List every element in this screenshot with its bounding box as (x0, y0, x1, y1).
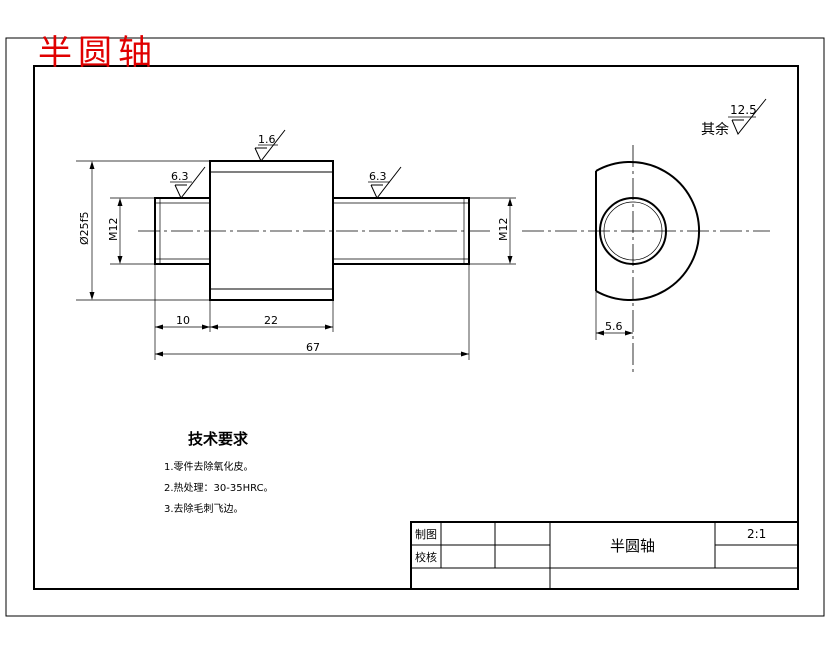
front-view (138, 160, 490, 301)
finish-rest-value: 12.5 (730, 103, 757, 117)
dim-flat-depth (595, 291, 633, 340)
dim-flat-depth-label: 5.6 (605, 320, 623, 333)
dim-right-thread-label: M12 (497, 218, 510, 242)
title-block-part-name: 半圆轴 (610, 537, 655, 555)
dim-body-length-label: 22 (264, 314, 278, 327)
finish-body-value: 1.6 (258, 133, 276, 146)
title-block-drawn: 制图 (415, 528, 437, 541)
tech-item-2: 2.热处理：30-35HRC。 (164, 481, 274, 494)
side-view (522, 145, 770, 374)
title-block-lines (410, 521, 799, 590)
red-title-overlay: 半圆轴 (38, 33, 158, 73)
finish-right-thread-symbol (368, 166, 402, 199)
dim-left-thread-label: M12 (107, 218, 120, 242)
title-block-scale: 2:1 (747, 527, 766, 541)
finish-right-value: 6.3 (369, 170, 387, 183)
dim-horizontal (154, 264, 470, 360)
tech-heading: 技术要求 (188, 430, 249, 448)
dim-body-diameter-label: Ø25f5 (78, 211, 91, 245)
finish-left-thread-symbol (170, 166, 206, 199)
dim-right-thread (469, 197, 516, 265)
finish-rest-symbol (728, 98, 767, 135)
dim-body-diameter (76, 160, 210, 301)
inner-frame (33, 65, 799, 590)
body-outline (209, 160, 334, 301)
finish-left-value: 6.3 (171, 170, 189, 183)
dim-left-length-label: 10 (176, 314, 190, 327)
title-block-checked: 校核 (415, 550, 437, 564)
outer-frame (5, 37, 825, 617)
tech-item-1: 1.零件去除氧化皮。 (164, 460, 254, 473)
dim-total-length-label: 67 (306, 341, 320, 354)
tech-item-3: 3.去除毛刺飞边。 (164, 502, 244, 515)
finish-rest-note: 其余 (701, 121, 729, 138)
dim-left-thread (110, 197, 155, 265)
finish-body-symbol (254, 129, 286, 162)
